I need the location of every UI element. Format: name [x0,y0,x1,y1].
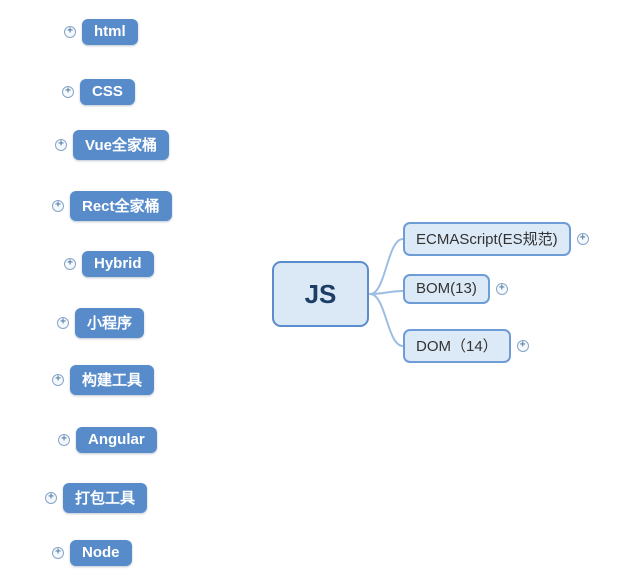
branch-row-rect: Rect全家桶 [52,191,172,221]
expand-icon[interactable] [52,547,64,559]
expand-icon[interactable] [64,258,76,270]
expand-icon[interactable] [64,26,76,38]
branch-node[interactable]: Vue全家桶 [73,130,169,160]
topic-node[interactable]: DOM（14） [403,329,511,363]
expand-icon[interactable] [55,139,67,151]
expand-icon[interactable] [576,233,589,245]
expand-icon[interactable] [62,86,74,98]
expand-icon[interactable] [58,434,70,446]
topic-node[interactable]: ECMAScript(ES规范) [403,222,571,256]
branch-node[interactable]: CSS [80,79,135,105]
branch-node[interactable]: 构建工具 [70,365,155,395]
topic-row-ecmascript: ECMAScript(ES规范) [403,222,589,256]
expand-icon[interactable] [495,283,508,295]
topic-row-dom: DOM（14） [403,329,529,363]
branch-row-bundler: 打包工具 [45,483,148,513]
connector-lines [369,238,404,347]
expand-icon[interactable] [52,374,64,386]
root-node-js[interactable]: JS [272,261,369,327]
branch-row-html: html [64,19,138,45]
branch-row-build-tools: 构建工具 [52,365,155,395]
branch-node[interactable]: Angular [76,427,157,453]
branch-node[interactable]: 小程序 [75,308,145,338]
expand-icon[interactable] [52,200,64,212]
branch-node[interactable]: Hybrid [82,251,154,277]
topic-node[interactable]: BOM(13) [403,274,490,304]
branch-node[interactable]: Node [70,540,132,566]
branch-row-vue: Vue全家桶 [55,130,169,160]
expand-icon[interactable] [516,340,529,352]
branch-node[interactable]: 打包工具 [63,483,148,513]
branch-row-angular: Angular [58,427,157,453]
expand-icon[interactable] [45,492,57,504]
branch-row-node: Node [52,540,132,566]
branch-node[interactable]: html [82,19,138,45]
branch-row-css: CSS [62,79,135,105]
topic-row-bom: BOM(13) [403,274,508,304]
expand-icon[interactable] [57,317,69,329]
branch-node[interactable]: Rect全家桶 [70,191,172,221]
branch-row-hybrid: Hybrid [64,251,154,277]
branch-row-miniprogram: 小程序 [57,308,145,338]
